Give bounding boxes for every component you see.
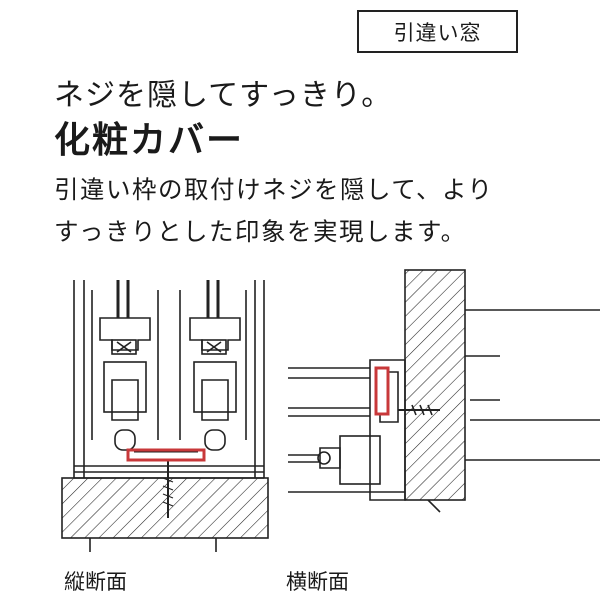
- description-line-2: すっきりとした印象を実現します。: [54, 217, 467, 246]
- window-type-label: 引違い窓: [393, 20, 482, 45]
- vertical-section-diagram: [61, 280, 269, 552]
- decorative-cover-horizontal: [374, 366, 390, 416]
- vertical-section-caption: 縦断面: [64, 570, 127, 594]
- decorative-cover-vertical: [126, 448, 206, 462]
- subtitle: ネジを隠してすっきり。: [54, 78, 393, 113]
- description-line-1: 引違い枠の取付けネジを隠して、より: [54, 175, 494, 204]
- product-title: 化粧カバー: [54, 120, 245, 161]
- horizontal-section-caption: 横断面: [286, 570, 349, 594]
- window-type-tag: 引違い窓: [357, 10, 518, 53]
- horizontal-section-diagram: [288, 269, 600, 513]
